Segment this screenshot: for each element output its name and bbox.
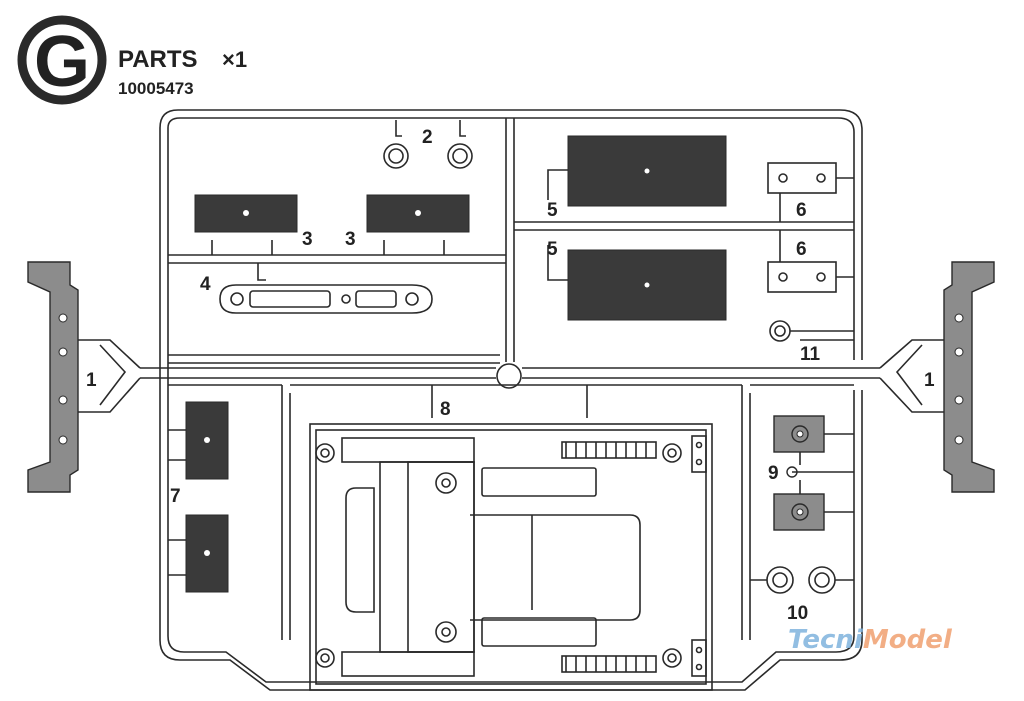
label-part-1-right: 1: [924, 370, 935, 391]
label-part-1-left: 1: [86, 370, 97, 391]
label-part-3a: 3: [302, 229, 313, 250]
label-part-6a: 6: [796, 200, 807, 221]
part-6-brackets: [767, 162, 854, 293]
part-number: 10005473: [118, 79, 194, 98]
label-part-5a: 5: [547, 200, 558, 221]
label-part-3b: 3: [345, 229, 356, 250]
label-part-2: 2: [422, 127, 433, 148]
part-7-pads: [168, 401, 229, 593]
label-part-10: 10: [787, 603, 808, 624]
part-10-washers: [750, 566, 854, 594]
watermark-part-1: Tecni: [788, 625, 864, 655]
part-3-pads: [194, 194, 470, 255]
runner-frame: [140, 109, 880, 691]
label-part-4: 4: [200, 274, 211, 295]
label-part-11: 11: [800, 344, 821, 365]
part-2-washers: [383, 120, 473, 169]
label-part-6b: 6: [796, 239, 807, 260]
label-part-5b: 5: [547, 239, 558, 260]
header: G PARTS ×1 10005473: [17, 15, 247, 105]
watermark-part-2: Model: [863, 625, 953, 655]
parts-title: PARTS: [118, 46, 198, 73]
svg-text:TecniModel: TecniModel: [788, 625, 953, 655]
parts-quantity: ×1: [222, 47, 247, 72]
part-4-link-arm: [219, 263, 433, 314]
sprue-letter: G: [34, 22, 90, 102]
label-part-8: 8: [440, 399, 451, 420]
part-9-squares: [773, 415, 854, 531]
label-part-7: 7: [170, 486, 181, 507]
watermark: TecniModel: [788, 625, 953, 655]
part-11-nut: [769, 320, 854, 342]
label-part-9: 9: [768, 463, 779, 484]
part-5-plates: [547, 135, 727, 321]
sprue-badge: [17, 15, 107, 105]
part-8-chassis-plate: [309, 385, 713, 691]
part-1-left-rail: [27, 261, 141, 493]
part-1-right-rail: [879, 261, 995, 493]
